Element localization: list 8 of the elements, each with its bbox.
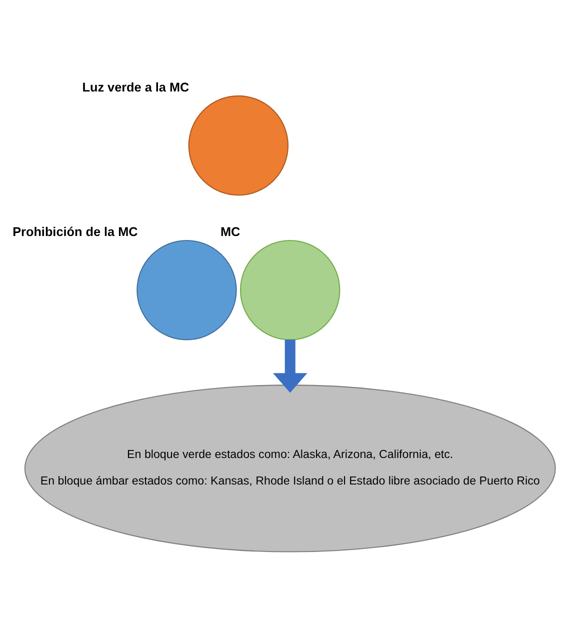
node-label: Prohibición de la MC (12, 224, 138, 238)
node-label: MC (220, 224, 240, 238)
node-label: Luz verde a la MC (82, 80, 190, 94)
node-ellipse: En bloque verde estados como: Alaska, Arizona, California, etc. En bloque ámbar estados como: Kansas, Rhode Island o el Estado libre asociado de Puerto Rico (24, 384, 556, 552)
node-circle (240, 239, 340, 340)
node-circle (188, 94, 289, 196)
arrow (272, 339, 308, 392)
node-circle (136, 239, 237, 340)
